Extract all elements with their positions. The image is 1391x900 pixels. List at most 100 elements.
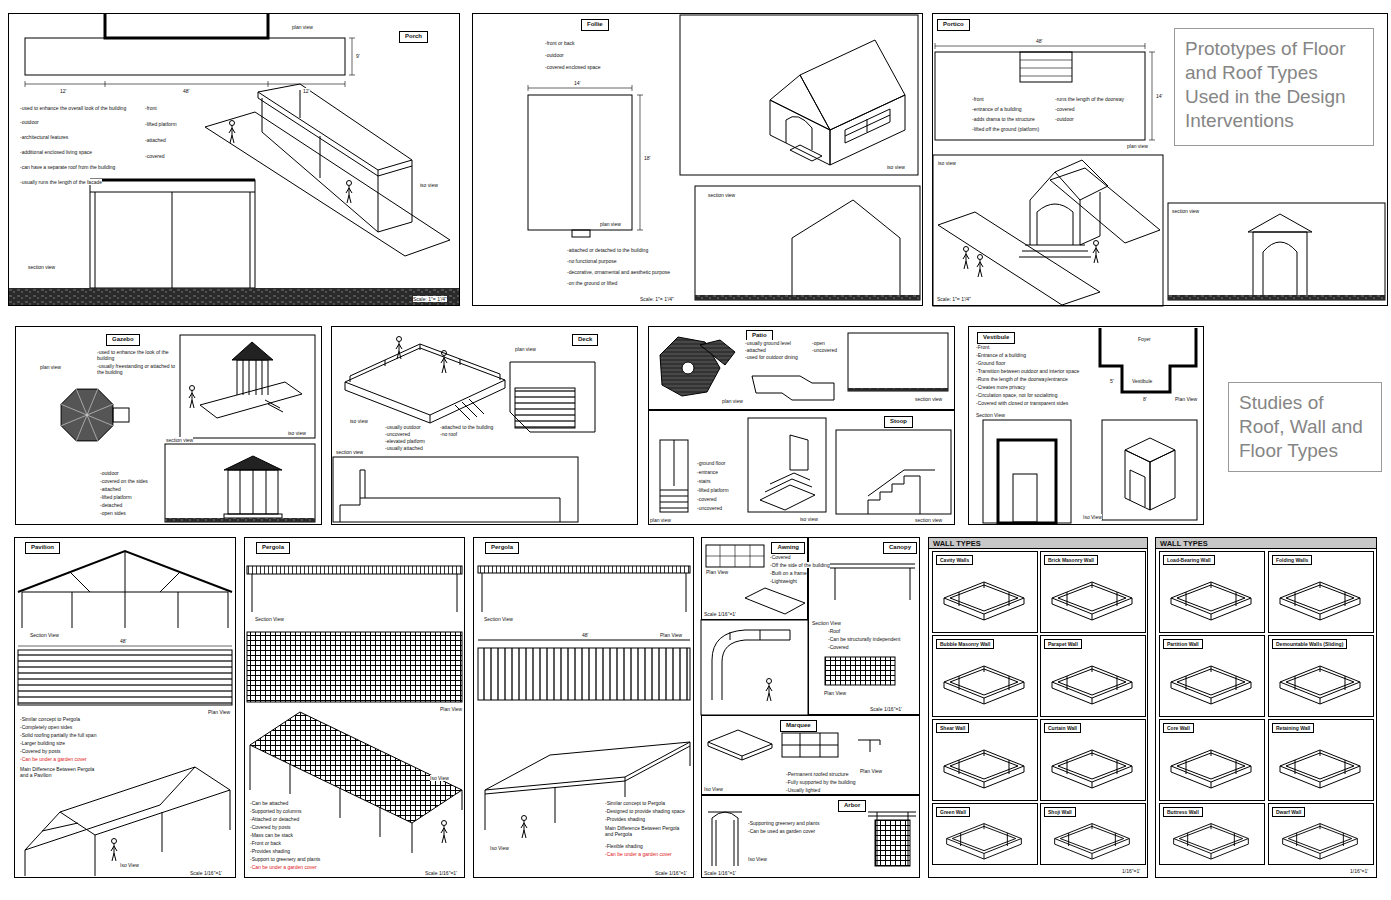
panel: Follie	[472, 13, 923, 306]
annotation: Plan View	[660, 632, 682, 638]
annotation: -Similar concept to Pergola	[605, 800, 665, 806]
annotation: -Can be under a garden cover	[605, 851, 672, 857]
annotation: plan view	[40, 364, 61, 370]
annotation: -Ground floor	[976, 360, 1005, 366]
annotation: -attached	[100, 486, 121, 492]
annotation: -can have a separate roof from the build…	[20, 164, 115, 170]
annotation: -detached	[100, 502, 122, 508]
panel: Patio	[648, 326, 955, 410]
annotation: -covered enclosed space	[545, 64, 601, 70]
annotation: section view	[166, 437, 193, 443]
annotation: -Can be structurally independent	[828, 636, 900, 642]
drawings	[8, 13, 1385, 876]
panel-header: WALL TYPES	[929, 538, 1147, 549]
panel-title: Gazebo	[106, 334, 140, 346]
annotation: -outdoor	[20, 119, 39, 125]
annotation: Section View	[484, 616, 513, 622]
annotation: -lifted off the ground (platform)	[972, 126, 1039, 132]
annotation: Scale: 1"= 1'/4"	[413, 296, 447, 302]
wall-type-title: Core Wall	[1163, 723, 1194, 733]
annotation: 14'	[1156, 93, 1163, 99]
annotation: -Creates more privacy	[976, 384, 1025, 390]
wall-type-cell: Folding Walls	[1268, 551, 1374, 633]
annotation: Main Difference Between Pergola and Perg…	[605, 825, 685, 838]
annotation: plan view	[722, 398, 743, 404]
wall-type-title: Retaining Wall	[1272, 723, 1314, 733]
annotation: 9'	[356, 53, 360, 59]
annotation: -front	[972, 96, 984, 102]
heading-box: Prototypes of Floor and Roof Types Used …	[1174, 28, 1374, 146]
panel-title: Canopy	[883, 542, 917, 554]
annotation: 14'	[574, 80, 581, 86]
annotation: -front	[145, 105, 157, 111]
panel: Arbor	[701, 795, 920, 878]
annotation: iso view	[350, 418, 368, 424]
annotation: Plan View	[706, 569, 728, 575]
annotation: section view	[708, 192, 735, 198]
panel-title: Stoop	[884, 416, 913, 428]
annotation: -Can be attached	[250, 800, 288, 806]
panel-title: Vestibule	[977, 332, 1015, 344]
wall-type-title: Folding Walls	[1272, 555, 1312, 565]
annotation: -no roof	[440, 431, 457, 437]
annotation: -covered	[1055, 106, 1074, 112]
wall-type-cell: Load-Bearing Wall	[1159, 551, 1265, 633]
annotation: -Front or back	[250, 840, 281, 846]
annotation: -elevated platform	[385, 438, 425, 444]
annotation: -lifted platform	[697, 487, 729, 493]
annotation: Section View	[976, 412, 1005, 418]
annotation: -Covered	[828, 644, 849, 650]
annotation: -Roof	[828, 628, 840, 634]
wall-types-panel: WALL TYPESLoad-Bearing WallFolding Walls…	[1155, 537, 1377, 878]
annotation: Scale: 1"= 1'/4"	[640, 296, 674, 302]
annotation: -Can be under a garden cover	[20, 756, 87, 762]
annotation: Scale 1/16"=1'	[704, 611, 736, 617]
heading-box: Studies of Roof, Wall and Floor Types	[1228, 382, 1382, 472]
wall-type-cell: Demountable Walls (Sliding)	[1268, 635, 1374, 717]
annotation: -Circulation space, not for socializing	[976, 392, 1057, 398]
annotation: 5'	[1110, 378, 1114, 384]
wall-type-cell: Brick Masonry Wall	[1040, 551, 1146, 633]
panel-title: Deck	[572, 334, 598, 346]
annotation: 1/16"=1'	[1350, 868, 1368, 874]
annotation: -outdoor	[100, 470, 119, 476]
annotation: 1/16"=1'	[1122, 868, 1140, 874]
annotation: -decorative, ornamental and aesthetic pu…	[567, 269, 670, 275]
annotation: Plan View	[208, 709, 230, 715]
annotation: -Can be used as garden cover	[748, 828, 815, 834]
annotation: -uncovered	[812, 347, 837, 353]
annotation: Plan View	[824, 690, 846, 696]
panel-title: Pavilion	[25, 542, 60, 554]
annotation: -uncovered	[385, 431, 410, 437]
annotation: 48'	[582, 632, 589, 638]
wall-type-cell: Shear Wall	[932, 719, 1038, 801]
panel-title: Pergola	[256, 542, 290, 554]
annotation: -attached or detached to the building	[567, 247, 648, 253]
annotation: Iso View	[490, 845, 509, 851]
annotation: -usually ground level	[745, 340, 791, 346]
annotation: -attached to the building	[440, 424, 493, 430]
annotation: -Covered by posts	[250, 824, 291, 830]
annotation: -Built on a frame	[770, 570, 807, 576]
wall-type-title: Dwarf Wall	[1272, 807, 1305, 817]
wall-type-title: Green Wall	[936, 807, 970, 817]
annotation: Section View	[812, 620, 841, 626]
annotation: 48'	[1036, 38, 1043, 44]
annotation: Iso View	[748, 856, 767, 862]
annotation: -architectural features	[20, 134, 68, 140]
annotation: 8'	[1143, 396, 1147, 402]
annotation: -Supported by columns	[250, 808, 301, 814]
wall-type-title: Load-Bearing Wall	[1163, 555, 1215, 565]
annotation: Iso View	[120, 862, 139, 868]
wall-type-cell: Bubble Masonry Wall	[932, 635, 1038, 717]
wall-type-cell: Green Wall	[932, 803, 1038, 865]
annotation: plan view	[515, 346, 536, 352]
wall-type-cell: Parapet Wall	[1040, 635, 1146, 717]
wall-type-cell: Dwarf Wall	[1268, 803, 1374, 865]
annotation: 12'	[60, 88, 67, 94]
wall-type-title: Demountable Walls (Sliding)	[1272, 639, 1347, 649]
annotation: -usually outdoor	[385, 424, 421, 430]
annotation: Main Difference Between Pergola and a Pa…	[20, 766, 100, 779]
annotation: -uncovered	[697, 505, 722, 511]
